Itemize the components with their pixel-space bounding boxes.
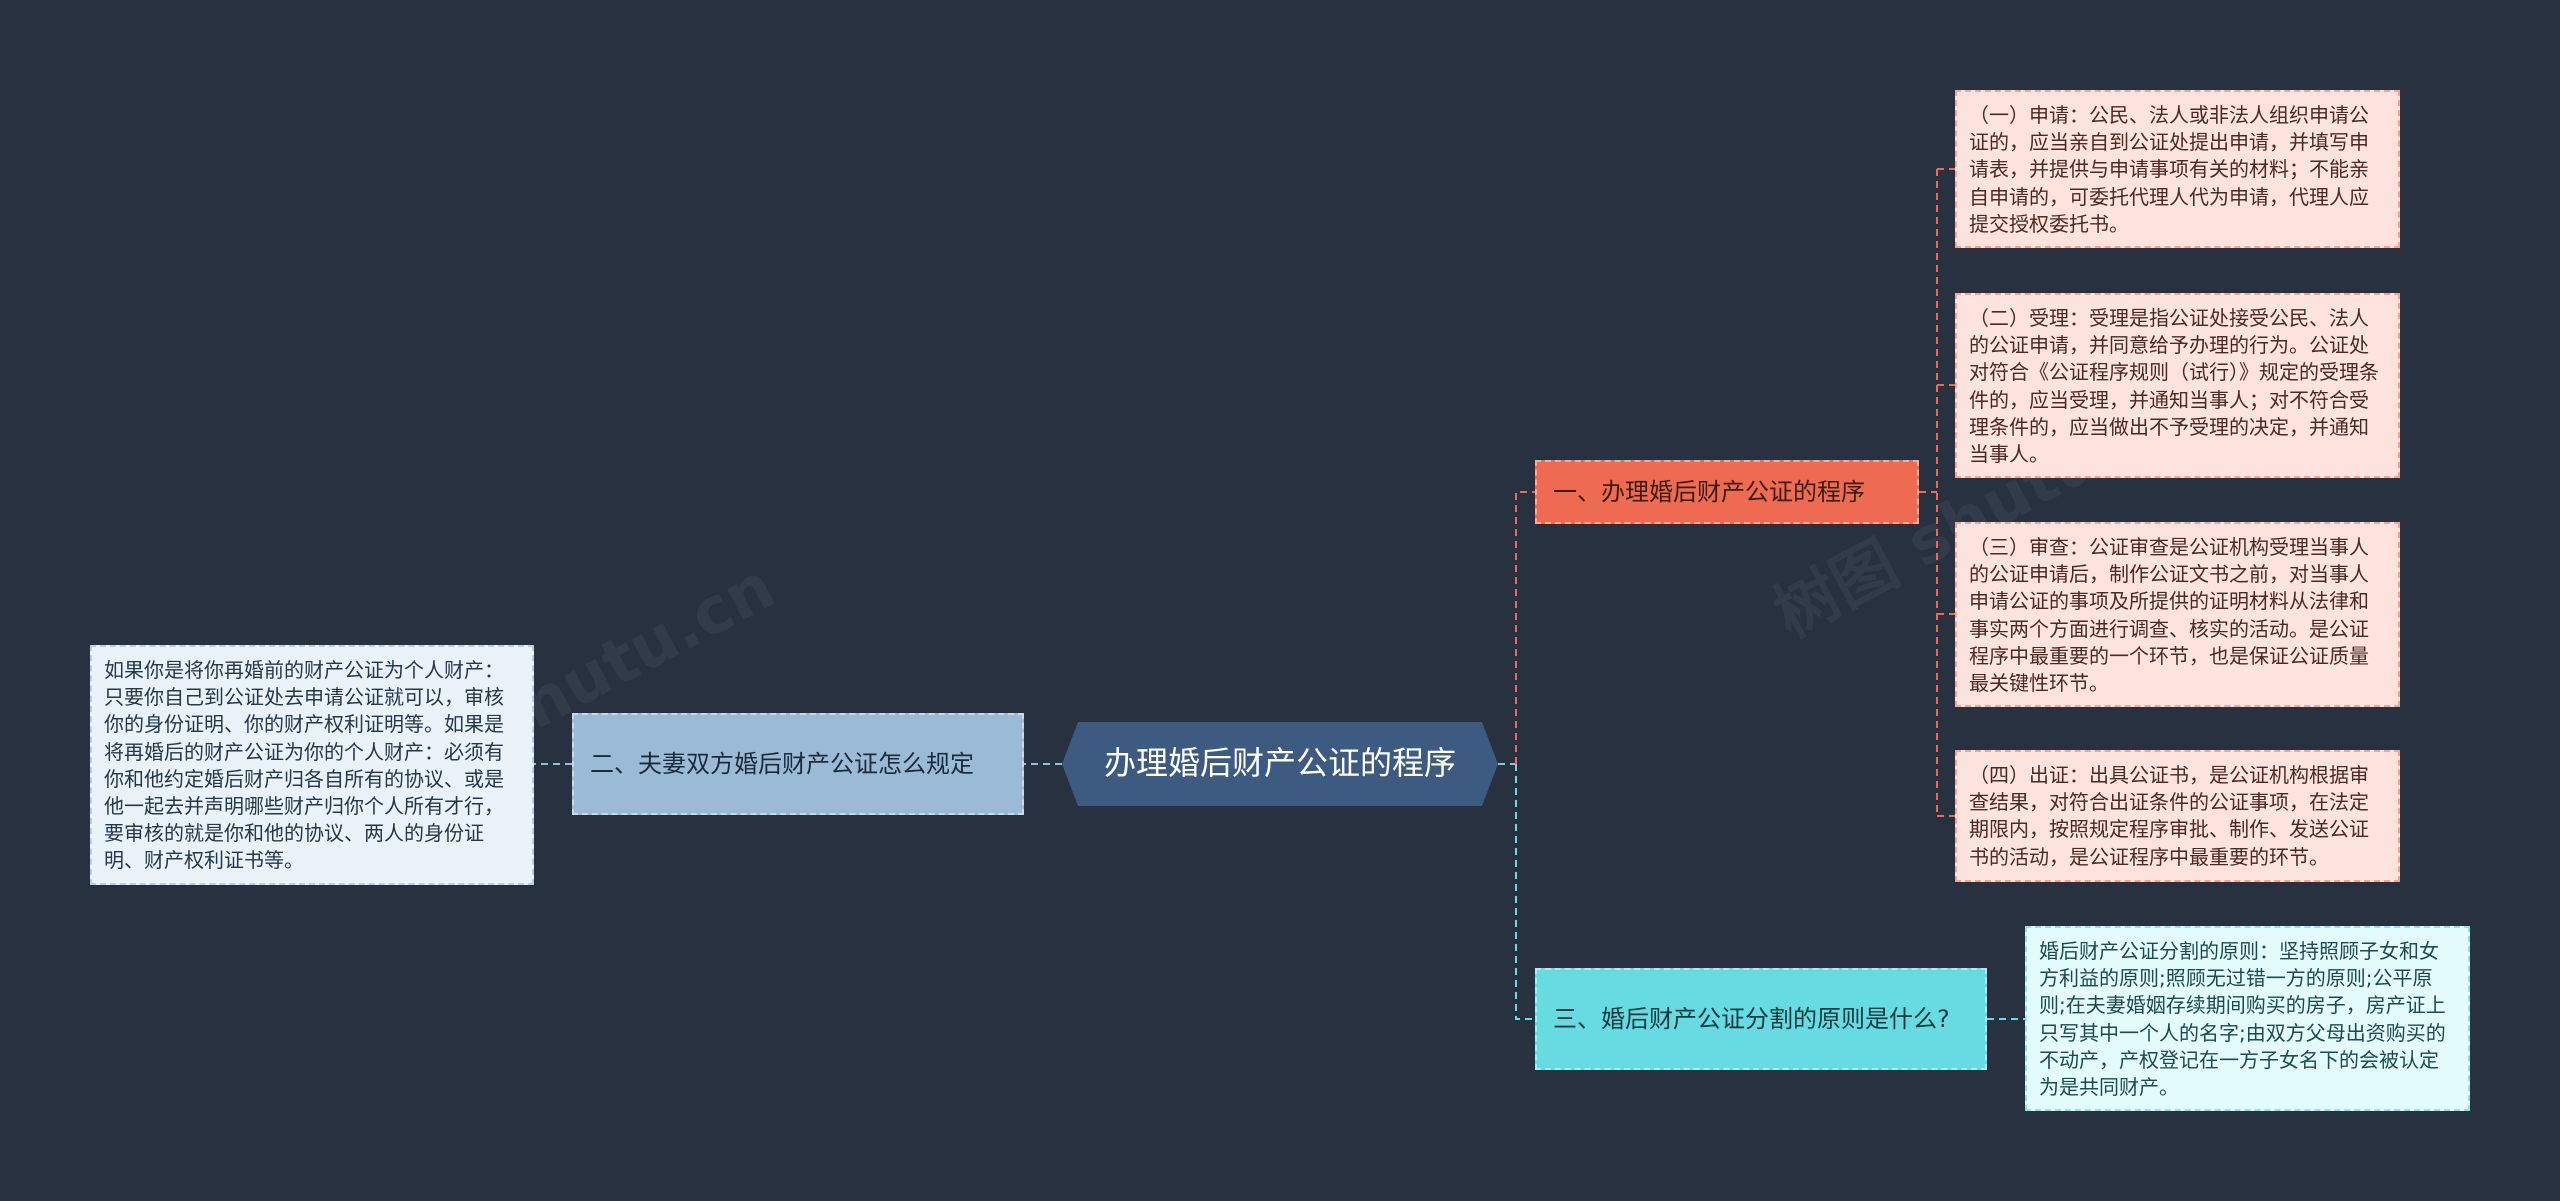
branch-division-principle[interactable]: 三、婚后财产公证分割的原则是什么? [1535, 968, 1987, 1070]
edge-root-b1 [1515, 491, 1535, 764]
root-topic-label: 办理婚后财产公证的程序 [1103, 744, 1456, 783]
leaf-application[interactable]: （一）申请：公民、法人或非法人组织申请公证的，应当亲自到公证处提出申请，并填写申… [1955, 90, 2400, 248]
branch-label: 二、夫妻双方婚后财产公证怎么规定 [590, 749, 974, 778]
leaf-text: 婚后财产公证分割的原则：坚持照顾子女和女方利益的原则;照顾无过错一方的原则;公平… [2039, 939, 2446, 1099]
branch-label: 一、办理婚后财产公证的程序 [1553, 477, 1865, 506]
leaf-text: 如果你是将你再婚前的财产公证为个人财产：只要你自己到公证处去申请公证就可以，审核… [104, 658, 504, 873]
root-topic[interactable]: 办理婚后财产公证的程序 [1062, 722, 1498, 806]
leaf-review[interactable]: （三）审查：公证审查是公证机构受理当事人的公证申请后，制作公证文书之前，对当事人… [1955, 522, 2400, 707]
leaf-text: （三）审查：公证审查是公证机构受理当事人的公证申请后，制作公证文书之前，对当事人… [1969, 535, 2369, 695]
leaf-text: （一）申请：公民、法人或非法人组织申请公证的，应当亲自到公证处提出申请，并填写申… [1969, 103, 2369, 236]
branch-label: 三、婚后财产公证分割的原则是什么? [1553, 1004, 1950, 1033]
branch-regulation[interactable]: 二、夫妻双方婚后财产公证怎么规定 [572, 713, 1024, 815]
leaf-certificate-issue[interactable]: （四）出证：出具公证书，是公证机构根据审查结果，对符合出证条件的公证事项，在法定… [1955, 750, 2400, 882]
leaf-text: （四）出证：出具公证书，是公证机构根据审查结果，对符合出证条件的公证事项，在法定… [1969, 763, 2369, 869]
leaf-division-principle-detail[interactable]: 婚后财产公证分割的原则：坚持照顾子女和女方利益的原则;照顾无过错一方的原则;公平… [2025, 926, 2470, 1111]
leaf-acceptance[interactable]: （二）受理：受理是指公证处接受公民、法人的公证申请，并同意给予办理的行为。公证处… [1955, 293, 2400, 478]
edge-root-b3 [1515, 764, 1535, 1020]
leaf-regulation-detail[interactable]: 如果你是将你再婚前的财产公证为个人财产：只要你自己到公证处去申请公证就可以，审核… [90, 645, 534, 885]
leaf-text: （二）受理：受理是指公证处接受公民、法人的公证申请，并同意给予办理的行为。公证处… [1969, 306, 2379, 466]
branch-procedure[interactable]: 一、办理婚后财产公证的程序 [1535, 460, 1919, 524]
